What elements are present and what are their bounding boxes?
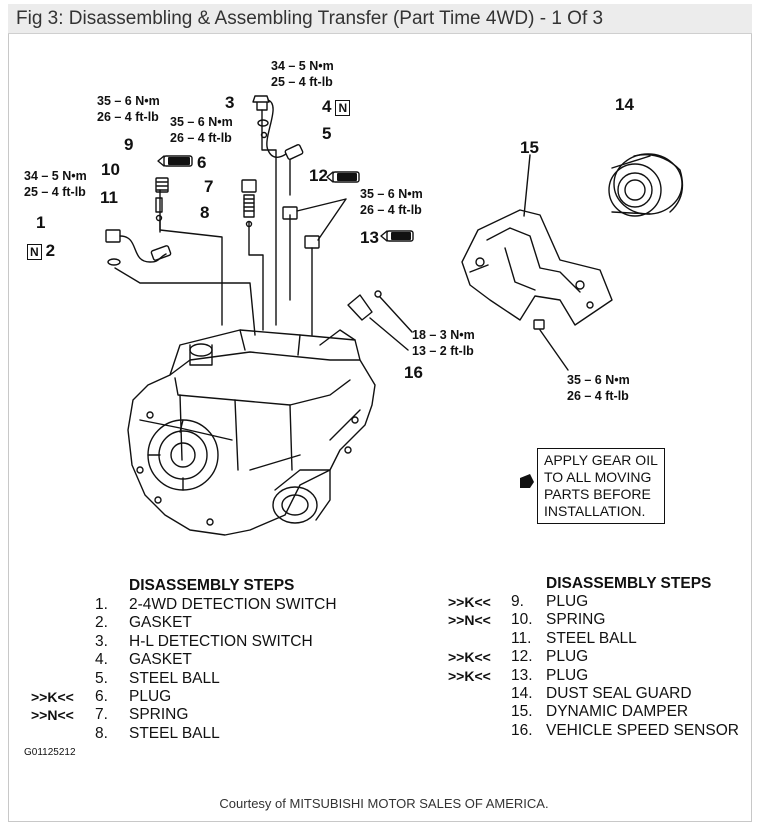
gear-oil-note: APPLY GEAR OIL TO ALL MOVING PARTS BEFOR… — [537, 448, 665, 524]
callout-11: 11 — [100, 188, 118, 207]
step-number: 5. — [95, 669, 108, 687]
step-number: 3. — [95, 632, 108, 650]
callout-5: 5 — [322, 124, 332, 143]
step-name: PLUG — [546, 648, 589, 666]
leader-line — [261, 109, 277, 326]
courtesy-line: Courtesy of MITSUBISHI MOTOR SALES OF AM… — [219, 796, 549, 811]
step-name: PLUG — [546, 666, 589, 684]
step-name: PLUG — [129, 688, 172, 705]
n-mark: N — [335, 100, 351, 116]
leader-line — [114, 267, 256, 336]
callout-3: 3 — [225, 93, 235, 112]
step-number: 14. — [511, 685, 533, 702]
step-number: 11. — [511, 629, 532, 647]
leader-line — [159, 189, 223, 326]
step-number: 13. — [511, 666, 533, 684]
step-name: SPRING — [129, 706, 189, 724]
step-code: >>K<< — [448, 667, 491, 684]
step-name: GASKET — [129, 651, 192, 669]
torque-callout-switch-3: 34 – 5 N•m 25 – 4 ft-lb — [271, 59, 334, 89]
step-code: >>K<< — [448, 649, 491, 666]
step-number: 4. — [95, 651, 108, 669]
callout-7: 7 — [204, 177, 214, 196]
gasket-4 — [257, 119, 269, 127]
torque-callout-switch-1: 34 – 5 N•m 25 – 4 ft-lb — [24, 169, 87, 199]
cable-3 — [266, 99, 287, 158]
figure-title: Fig 3: Disassembling & Assembling Transf… — [16, 8, 604, 29]
step-name: STEEL BALL — [129, 669, 220, 687]
callout-13: 13 — [360, 228, 379, 247]
step-number: 1. — [95, 596, 108, 613]
torque-callout-plug-9: 35 – 6 N•m 26 – 4 ft-lb — [97, 94, 160, 124]
torque-callout-sensor-16: 18 – 3 N•m 13 – 2 ft-lb — [412, 328, 475, 358]
step-code: >>N<< — [31, 707, 74, 724]
torque-callout-plug-6: 35 – 6 N•m 26 – 4 ft-lb — [170, 115, 233, 145]
title-bar — [8, 4, 752, 34]
step-code: >>K<< — [448, 594, 491, 610]
steel-ball-11 — [155, 214, 163, 222]
step-name: PLUG — [546, 593, 589, 610]
switch-3 — [252, 95, 270, 111]
step-name: 2-4WD DETECTION SWITCH — [129, 596, 337, 613]
steel-ball-5 — [260, 131, 268, 139]
spring-10 — [155, 197, 163, 213]
callout-12: 12 — [309, 166, 328, 185]
step-number: 12. — [511, 648, 533, 666]
steps-header: DISASSEMBLY STEPS — [546, 575, 712, 592]
callout-15: 15 — [520, 138, 539, 157]
dynamic-damper — [461, 209, 613, 326]
step-name: DYNAMIC DAMPER — [546, 703, 689, 721]
callout-14: 14 — [615, 95, 634, 114]
callout-16: 16 — [404, 363, 423, 382]
callout-8: 8 — [200, 203, 210, 222]
step-code: >>N<< — [448, 612, 491, 629]
step-number: 2. — [95, 614, 108, 632]
step-name: SPRING — [546, 611, 606, 629]
step-name: H-L DETECTION SWITCH — [129, 632, 313, 650]
step-number: 15. — [511, 703, 533, 721]
transfer-housing — [127, 329, 376, 536]
callout-1: 1 — [36, 213, 46, 232]
leader-line — [248, 221, 264, 331]
figure-frame — [8, 4, 752, 822]
torque-callout-plug-12: 35 – 6 N•m 26 – 4 ft-lb — [360, 187, 423, 217]
step-name: STEEL BALL — [546, 629, 637, 647]
step-number: 8. — [95, 724, 108, 742]
step-name: DUST SEAL GUARD — [546, 685, 692, 702]
plug-6 — [163, 155, 193, 167]
step-number: 6. — [95, 688, 108, 705]
plug-9-body — [155, 177, 169, 193]
step-number: 10. — [511, 611, 533, 629]
step-number: 7. — [95, 706, 108, 724]
callout-10: 10 — [101, 160, 120, 179]
step-name: STEEL BALL — [129, 724, 220, 742]
step-number: 16. — [511, 721, 533, 739]
torque-callout-bracket: 35 – 6 N•m 26 – 4 ft-lb — [567, 373, 630, 403]
step-name: GASKET — [129, 614, 192, 632]
steps-header: DISASSEMBLY STEPS — [129, 577, 295, 594]
step-code: >>K<< — [31, 689, 74, 705]
step-name: VEHICLE SPEED SENSOR — [546, 721, 739, 739]
callout-9: 9 — [124, 135, 134, 154]
connector-3 — [284, 144, 304, 160]
n-mark: N — [27, 244, 42, 260]
callout-6: 6 — [197, 153, 207, 172]
figure-id: G01125212 — [24, 747, 76, 758]
step-number: 9. — [511, 593, 524, 610]
transfer-case-drawing — [105, 95, 684, 536]
